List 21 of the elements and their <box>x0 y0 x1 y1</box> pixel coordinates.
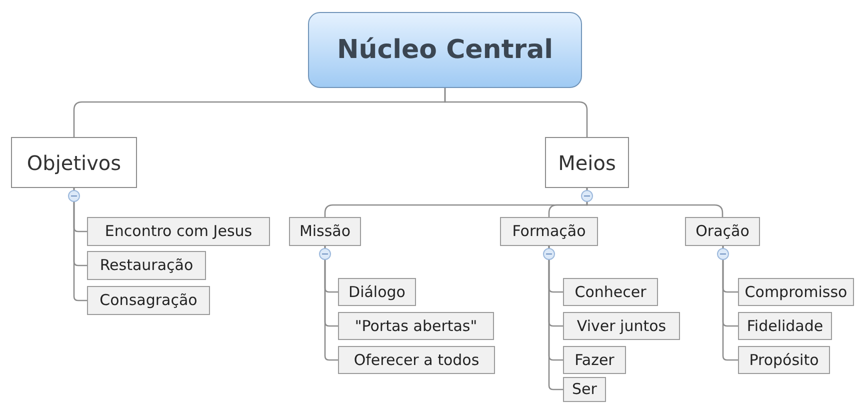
subtopic-box: Oferecer a todos <box>338 346 495 374</box>
subtopic-box: Diálogo <box>338 278 416 306</box>
subtopic-box: Missão <box>289 217 361 246</box>
main-topic-box: Objetivos <box>11 137 137 188</box>
subtopic-box: Conhecer <box>563 278 658 306</box>
connector-line <box>444 88 588 137</box>
subtopic-box: Fidelidade <box>738 312 832 340</box>
subtopic-box: Oração <box>685 217 760 246</box>
connector-line <box>722 246 738 361</box>
subtopic-box: Restauração <box>87 251 206 280</box>
subtopic-box: Ser <box>563 377 606 402</box>
subtopic-box: Formação <box>500 217 598 246</box>
subtopic-box: "Portas abertas" <box>338 312 494 340</box>
main-topic-box: Meios <box>545 137 629 188</box>
subtopic-box: Encontro com Jesus <box>87 217 270 246</box>
subtopic-box: Fazer <box>563 346 626 374</box>
subtopic-box: Viver juntos <box>563 312 680 340</box>
central-topic-box: Núcleo Central <box>308 12 582 88</box>
subtopic-box: Consagração <box>87 286 210 315</box>
subtopic-box: Compromisso <box>738 278 854 306</box>
subtopic-box: Propósito <box>738 346 830 374</box>
